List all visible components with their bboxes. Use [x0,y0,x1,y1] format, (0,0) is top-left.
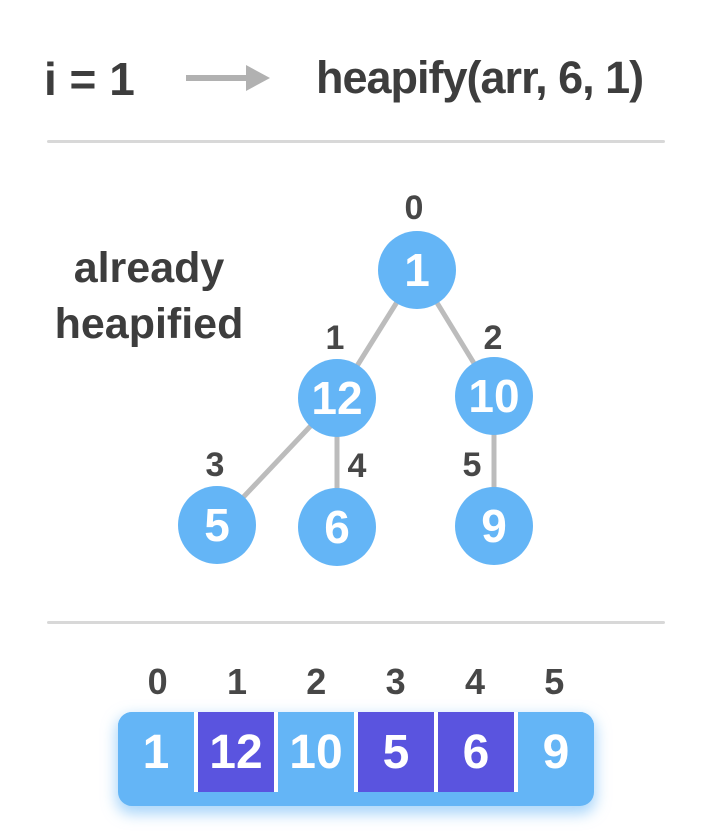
tree-node-index: 2 [484,319,503,357]
tree-node-value: 5 [204,499,230,551]
tree-node-right: 2 10 [455,319,533,435]
iteration-label: i = 1 [44,53,135,105]
array-cell: 1 [118,712,194,792]
array-cell: 10 [274,712,354,792]
array-cell: 9 [514,712,594,792]
array-cell: 5 [354,712,434,792]
heapify-call-label: heapify(arr, 6, 1) [316,52,644,103]
array-index-label: 0 [147,661,168,702]
tree-node-circle [455,487,533,565]
array-index-label: 3 [385,661,406,702]
tree-node-value: 1 [404,244,430,296]
tree-node-circle [178,486,256,564]
array-cell-value: 5 [382,725,410,779]
divider-top [47,140,665,143]
array-index-row: 0 1 2 3 4 5 [118,660,594,704]
divider-bottom [47,621,665,624]
tree-node-value: 12 [311,372,362,424]
tree-node-value: 6 [324,501,350,553]
tree-node-index: 0 [405,189,424,227]
right-arrow-icon [186,65,270,91]
array-cell: 6 [434,712,514,792]
tree-node-left: 1 12 [298,319,376,437]
tree-node-value: 10 [468,370,519,422]
tree-node-leaf-4: 4 6 [298,447,376,566]
tree-node-value: 9 [481,500,507,552]
array-cell-value: 6 [462,725,490,779]
array-cell-value: 1 [142,725,170,779]
tree-node-index: 3 [206,446,225,484]
array-cell-value: 12 [209,725,263,779]
tree-node-index: 5 [463,446,482,484]
array-index-label: 4 [464,661,485,702]
tree-node-circle [298,359,376,437]
array-cell-value: 10 [289,725,343,779]
tree-node-leaf-3: 3 5 [178,446,256,564]
tree-node-index: 1 [326,319,345,357]
tree-node-circle [298,488,376,566]
array-cell: 12 [194,712,274,792]
tree-node-leaf-5: 5 9 [455,446,533,565]
tree-edge-0-1 [334,268,420,400]
already-heapified-label: already heapified [54,244,244,348]
tree-node-circle [455,357,533,435]
tree-edge-1-3 [215,396,339,527]
tree-node-index: 4 [348,447,367,485]
array-index-label: 1 [226,661,247,702]
array-index-label: 2 [306,661,327,702]
tree-edge-0-2 [414,268,497,398]
tree-node-root: 0 1 [378,189,456,309]
array-index-label: 5 [544,661,565,702]
array-cell-value: 9 [542,725,570,779]
heap-array: 1 12 10 5 6 9 [118,712,594,806]
tree-node-circle [378,231,456,309]
